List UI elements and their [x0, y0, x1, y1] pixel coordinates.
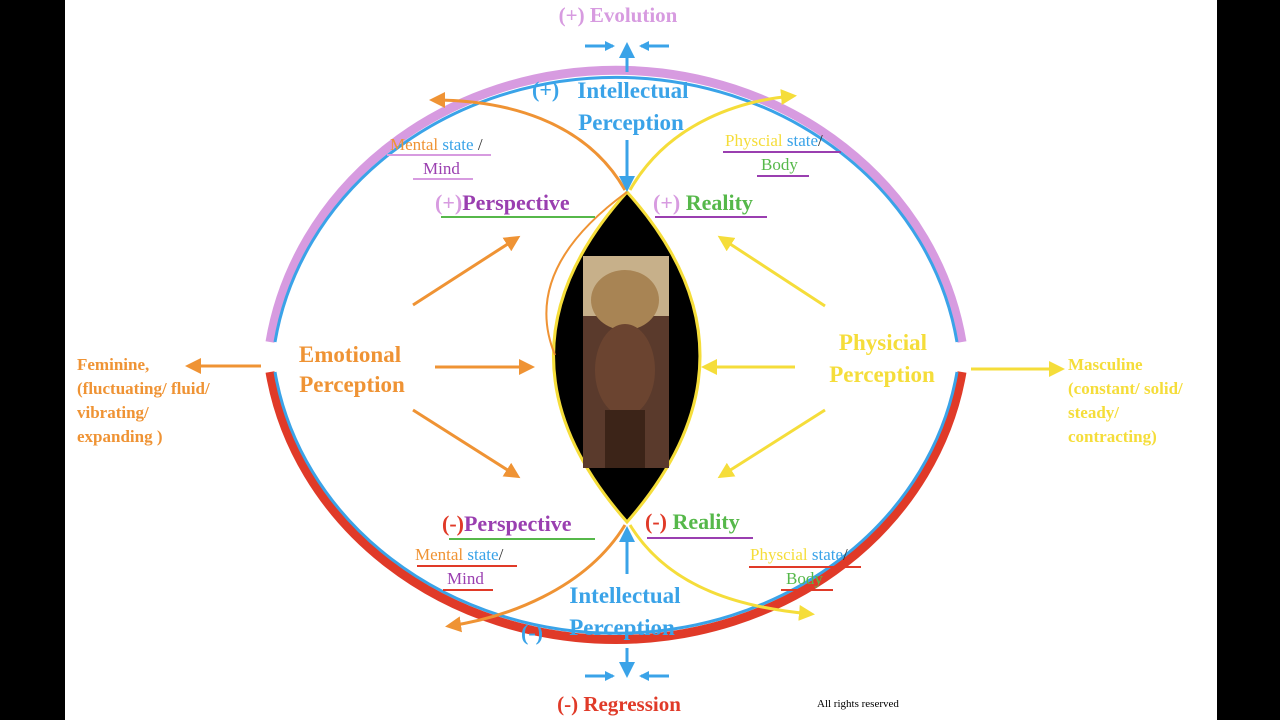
arrow-to-physical-top	[628, 89, 797, 191]
mind-bottom: Mind	[447, 569, 484, 588]
perception-diagram: (+) Evolution (-) Regression (+) Intelle…	[77, 3, 1183, 716]
physical-state-bottom: Physcial state/	[750, 545, 848, 564]
arrow-physical-down	[717, 408, 826, 479]
intellectual-top-sign: (+)	[532, 77, 559, 102]
body-top: Body	[761, 155, 798, 174]
feminine-line-3: vibrating/	[77, 403, 149, 422]
arrow-physical-up	[717, 235, 826, 308]
reality-top: (+) Reality	[653, 190, 753, 215]
arrow-to-mental-bottom	[445, 524, 627, 633]
intellectual-top-line2: Perception	[578, 110, 684, 135]
feminine-line-2: (fluctuating/ fluid/	[77, 379, 210, 398]
regression-title: (-) Regression	[557, 692, 681, 716]
evolution-arc	[265, 65, 967, 343]
arrow-emotional-down	[412, 408, 521, 479]
feminine-block: Feminine, (fluctuating/ fluid/ vibrating…	[77, 355, 210, 446]
upper-blue-arc	[273, 75, 959, 343]
feminine-line-4: expanding )	[77, 427, 163, 446]
regression-arc	[265, 371, 967, 645]
perspective-top: (+)Perspective	[435, 190, 570, 215]
masculine-line-4: contracting)	[1068, 427, 1157, 446]
masculine-line-2: (constant/ solid/	[1068, 379, 1183, 398]
copyright-notice: All rights reserved	[817, 698, 899, 710]
mental-state-top: Mental state /	[390, 135, 483, 154]
reality-bottom: (-) Reality	[645, 509, 740, 534]
feminine-line-1: Feminine,	[77, 355, 149, 374]
masculine-line-1: Masculine	[1068, 355, 1143, 374]
physical-state-top: Physcial state/	[725, 131, 823, 150]
arrow-emotional-up	[412, 235, 521, 307]
mind-top: Mind	[423, 159, 460, 178]
intellectual-bottom-line2: Perception	[569, 615, 675, 640]
intellectual-bottom-sign: (-)	[521, 620, 543, 645]
intellectual-top-line1: Intellectual	[577, 78, 688, 103]
intellectual-bottom-line1: Intellectual	[569, 583, 680, 608]
masculine-line-3: steady/	[1068, 403, 1119, 422]
arrow-to-physical-bottom	[628, 524, 815, 621]
evolution-title: (+) Evolution	[559, 3, 678, 27]
physical-line2: Perception	[829, 362, 935, 387]
lower-blue-arc	[273, 371, 959, 635]
physical-line1: Physicial	[839, 330, 927, 355]
masculine-block: Masculine (constant/ solid/ steady/ cont…	[1068, 355, 1183, 446]
body-bottom: Body	[786, 569, 823, 588]
perspective-bottom: (-)Perspective	[442, 511, 572, 536]
portrait-image	[583, 256, 669, 468]
mental-state-bottom: Mental state/	[415, 545, 504, 564]
emotional-line2: Perception	[299, 372, 405, 397]
lens-edge-orange	[545, 191, 628, 356]
emotional-line1: Emotional	[299, 342, 401, 367]
diagram-canvas: (+) Evolution (-) Regression (+) Intelle…	[65, 0, 1217, 720]
arrow-to-mental-top	[429, 92, 627, 191]
